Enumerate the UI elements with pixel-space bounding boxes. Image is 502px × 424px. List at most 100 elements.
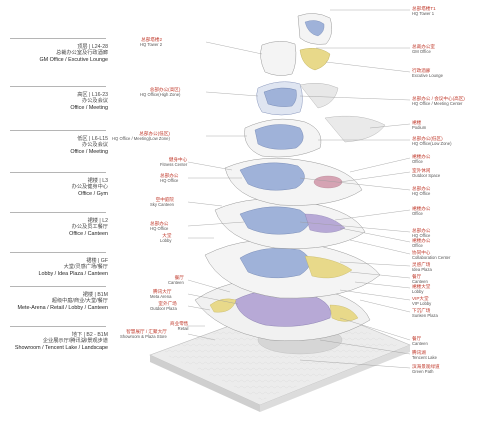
callout-cn: 总部办公 xyxy=(160,173,179,178)
callout-cn: 灵感广场 xyxy=(412,262,431,267)
callout-cn: 室外广场 xyxy=(158,301,177,306)
callout-cn: 滨海景观绿道 xyxy=(412,364,440,369)
callout-cn: 总部塔楼2 xyxy=(141,37,163,42)
callout-en: Canteen xyxy=(412,279,428,285)
zone-line2: 大堂/灵感广场/餐厅 xyxy=(63,264,108,271)
callout-en: Sky Canteen xyxy=(150,202,174,208)
callout-cn: 总部塔楼T1 xyxy=(412,6,436,11)
callout-cn: 室外休闲 xyxy=(412,168,431,173)
zone-line1: 地下 | B2 - B1M xyxy=(71,332,108,338)
callout-en: Canteen xyxy=(168,280,184,286)
zone-line1: 裙楼 | B1M xyxy=(82,292,108,298)
callout-en: Office xyxy=(412,211,423,217)
callout-cn: VIP大堂 xyxy=(412,296,429,301)
zone-divider xyxy=(10,38,106,39)
right-callout: 总部办公(低区)HQ Office(Low Zone) xyxy=(412,136,452,146)
zone-line2: 办公及健身中心 xyxy=(71,184,108,191)
callout-en: Excutive Lounge xyxy=(412,73,443,79)
callout-cn: 餐厅 xyxy=(174,275,184,280)
zone-line3: Office / Gym xyxy=(78,190,108,197)
tower-top-zone xyxy=(260,13,333,76)
callout-cn: 总部办公 xyxy=(150,221,169,226)
callout-en: Collaboration Center xyxy=(412,255,451,261)
callout-en: Green Path xyxy=(412,369,434,375)
callout-en: HQ Office xyxy=(412,191,431,197)
zone-line3: Mete-Arena / Retail / Lobby / Canteen xyxy=(17,304,109,311)
callout-cn: 下沉广场 xyxy=(412,308,431,313)
zone-divider xyxy=(10,286,106,287)
callout-cn: 空中庭院 xyxy=(155,197,174,202)
floor-l2 xyxy=(214,198,366,249)
callout-cn: 总部办公 xyxy=(412,186,431,191)
callout-cn: 总裁办公室 xyxy=(412,44,435,49)
tower-low-zone xyxy=(244,115,386,158)
callout-cn: 行政酒廊 xyxy=(412,68,431,73)
zone-line1: 裙楼 | L3 xyxy=(87,178,108,184)
callout-cn: 裙楼 xyxy=(412,120,422,125)
zone-line2: 超级中庭/商业/大堂/餐厅 xyxy=(51,298,108,305)
callout-cn: 裙楼办公 xyxy=(412,154,431,159)
callout-en: Meta Arena xyxy=(150,294,172,300)
zone-divider xyxy=(10,86,106,87)
callout-en: HQ Tower 1 xyxy=(412,11,435,17)
callout-cn: 健身中心 xyxy=(168,157,188,162)
zone-divider xyxy=(10,326,106,327)
zone-line2: 办公及会议 xyxy=(82,98,108,105)
callout-en: VIP Lobby xyxy=(412,301,432,307)
callout-cn: 总部办公(高区) xyxy=(149,87,181,92)
callout-cn: 协同中心 xyxy=(412,250,431,255)
callout-en: HQ Office(High Zone) xyxy=(140,92,181,98)
zone-line1: 裙楼 | GF xyxy=(86,258,108,264)
zone-line3: Showroom / Tencent Lake / Landscape xyxy=(14,344,108,351)
callout-en: Canteen xyxy=(412,341,428,347)
zone-divider xyxy=(10,130,106,131)
callout-en: HQ Office / Meeting Center xyxy=(412,101,463,107)
zone-line2: 企业展示厅/腾讯湖/景观步道 xyxy=(42,338,108,345)
zone-line1: 裙楼 | L2 xyxy=(87,218,108,224)
zone-line2: 办公及员工餐厅 xyxy=(71,224,108,231)
callout-cn: 裙楼办公 xyxy=(412,238,431,243)
zone-line2: 办公及会议 xyxy=(82,142,108,149)
zone-line3: Lobby / Idea Plaza / Canteen xyxy=(38,270,108,277)
left-callout: 总部办公(高区)HQ Office(High Zone) xyxy=(140,87,180,97)
callout-en: GM Office xyxy=(412,49,431,55)
callout-en: Office xyxy=(412,159,423,165)
callout-cn: 裙楼办公 xyxy=(412,206,431,211)
callout-en: HQ Office xyxy=(412,233,431,239)
zone-divider xyxy=(10,212,106,213)
zone-line3: Office / Canteen xyxy=(69,230,108,237)
zone-line1: 低区 | L6-L15 xyxy=(77,136,108,142)
right-callout: 总部办公 / 会议中心(高区)HQ Office / Meeting Cente… xyxy=(412,96,465,106)
zone-line1: 顶层 | L24-28 xyxy=(77,44,108,50)
left-callout: 总部办公(低区)HQ Office / Meeting(Low Zone) xyxy=(112,131,170,141)
callout-en: Sunken Plaza xyxy=(412,313,438,319)
callout-en: HQ Tower 2 xyxy=(140,42,163,48)
